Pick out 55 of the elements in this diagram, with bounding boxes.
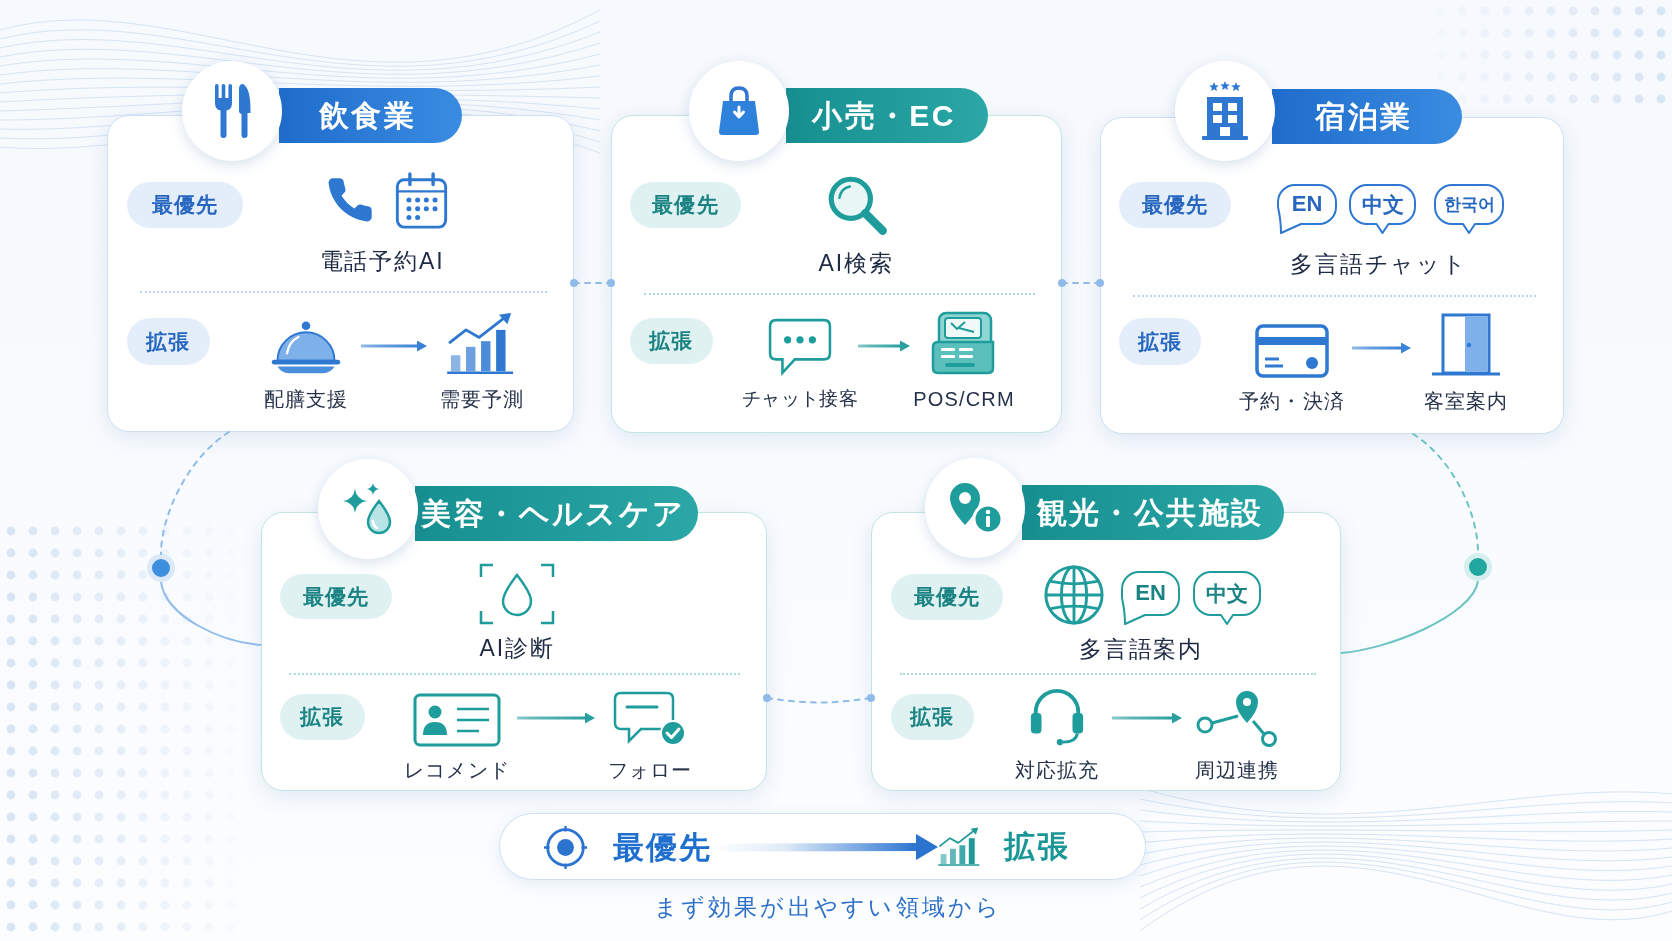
dashed-connector xyxy=(160,431,230,555)
caption-text: まず効果が出やすい領域から xyxy=(653,893,1003,922)
title-banner: 美容・ヘルスケア xyxy=(415,486,698,541)
dashed-connector xyxy=(570,279,615,287)
expansion-badge: 拡張 xyxy=(127,318,210,365)
language-label: 中文 xyxy=(1206,582,1248,604)
speech-bubble xyxy=(1193,571,1261,625)
feature-label: 配膳支援 xyxy=(263,387,349,411)
feature-label: 客室案内 xyxy=(1423,389,1509,413)
language-label: 中文 xyxy=(1361,193,1404,215)
feature-label: 多言語案内 xyxy=(1078,635,1204,663)
priority-badge: 最優先 xyxy=(280,574,392,619)
dashed-connector xyxy=(1058,279,1104,287)
feature-label: 予約・決済 xyxy=(1239,389,1345,413)
priority-badge: 最優先 xyxy=(1119,182,1231,228)
connector-line xyxy=(160,581,262,646)
feature-label: 周辺連携 xyxy=(1194,758,1280,782)
feature-label: チャット接客 xyxy=(741,387,859,411)
priority-badge: 最優先 xyxy=(891,574,1003,620)
speech-bubble xyxy=(1121,571,1180,625)
priority-badge: 最優先 xyxy=(127,182,243,228)
arrow xyxy=(1352,342,1411,354)
title-banner: 小売・EC xyxy=(786,88,988,143)
feature-label: 電話予約AI xyxy=(319,247,445,275)
expansion-badge: 拡張 xyxy=(1119,318,1201,365)
arrow xyxy=(517,712,595,724)
speech-bubble xyxy=(1434,184,1504,234)
feature-label: 多言語チャット xyxy=(1290,250,1468,278)
feature-label: POS/CRM xyxy=(913,387,1015,411)
arrow xyxy=(858,340,910,352)
legend-bar xyxy=(499,813,1146,880)
title-banner: 飲食業 xyxy=(279,88,462,143)
feature-label: 対応拡充 xyxy=(1014,758,1100,782)
arrow xyxy=(1112,712,1182,724)
title-banner: 宿泊業 xyxy=(1272,89,1462,144)
title-banner: 観光・公共施設 xyxy=(1022,485,1284,540)
language-label: 한국어 xyxy=(1443,195,1495,213)
language-label: EN xyxy=(1135,582,1166,604)
expansion-badge: 拡張 xyxy=(891,694,974,740)
feature-label: レコメンド xyxy=(404,758,510,782)
connector-line xyxy=(1340,580,1479,654)
expansion-badge: 拡張 xyxy=(630,318,713,364)
key-label: 最優先 xyxy=(613,828,712,867)
priority-badge: 最優先 xyxy=(630,182,741,228)
feature-label: AI診断 xyxy=(479,634,555,662)
language-label: EN xyxy=(1291,193,1323,215)
feature-label: 需要予測 xyxy=(439,387,525,411)
speech-bubble xyxy=(1349,184,1416,234)
feature-label: フォロー xyxy=(607,758,693,782)
key-label: 拡張 xyxy=(1004,828,1070,866)
expansion-badge: 拡張 xyxy=(280,694,365,740)
speech-bubble xyxy=(1277,184,1337,234)
arrow xyxy=(361,340,427,352)
feature-label: AI検索 xyxy=(818,249,894,277)
dashed-connector xyxy=(763,694,875,704)
